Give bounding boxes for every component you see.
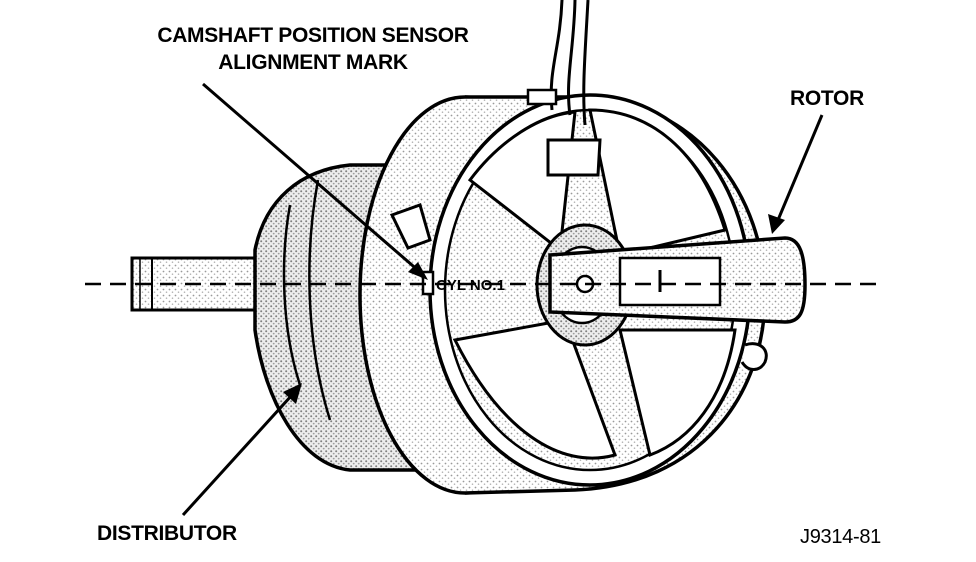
sensor-wires: [526, 0, 602, 177]
camshaft-sensor-label: CAMSHAFT POSITION SENSOR ALIGNMENT MARK: [118, 22, 508, 76]
distributor-end-housing: [358, 93, 768, 495]
camshaft-label-line1: CAMSHAFT POSITION SENSOR: [157, 24, 469, 47]
rotor: [548, 236, 807, 324]
rotor-label: ROTOR: [790, 87, 864, 110]
leader-camshaft: [202, 82, 428, 280]
distributor-label: DISTRIBUTOR: [97, 522, 237, 545]
leader-distributor: [181, 383, 302, 517]
leader-rotor: [768, 114, 824, 234]
camshaft-label-line2: ALIGNMENT MARK: [218, 51, 408, 74]
figure-id-label: J9314-81: [800, 526, 881, 548]
cylinder-mark-text: CYL NO.1: [436, 277, 505, 294]
